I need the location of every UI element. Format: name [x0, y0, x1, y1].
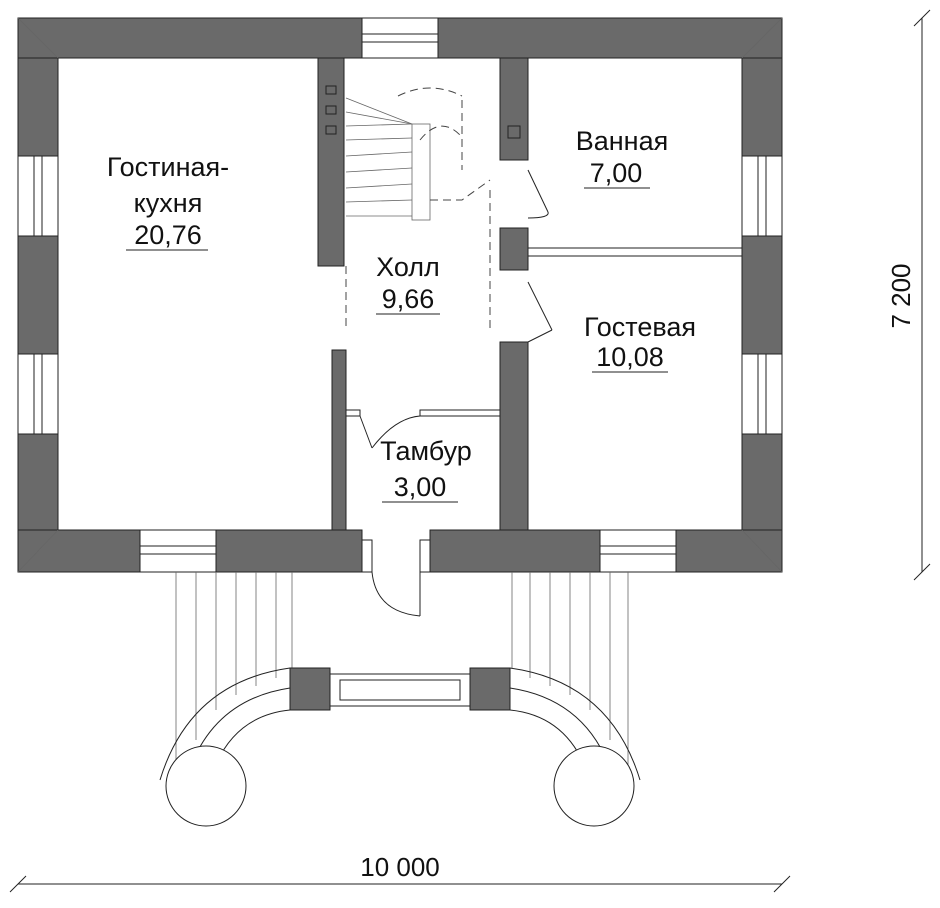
- doors: [359, 169, 553, 617]
- dimension-height: 7 200: [886, 9, 931, 581]
- room-label-vestibule: Тамбур 3,00: [380, 436, 472, 503]
- hall-area: 9,66: [382, 284, 435, 314]
- living-kitchen-name-line1: Гостиная-: [107, 152, 229, 182]
- door-vestibule: [359, 415, 421, 449]
- room-label-guest: Гостевая 10,08: [584, 312, 696, 373]
- living-kitchen-area: 20,76: [134, 220, 202, 250]
- window-right-1: [741, 155, 783, 237]
- guest-area: 10,08: [596, 342, 664, 372]
- room-label-hall: Холл 9,66: [376, 252, 440, 315]
- guest-name: Гостевая: [584, 312, 696, 342]
- vestibule-area: 3,00: [394, 472, 447, 502]
- window-right-2: [741, 353, 783, 435]
- door-guest: [527, 281, 553, 343]
- room-label-bathroom: Ванная 7,00: [576, 126, 668, 189]
- height-dimension-text: 7 200: [886, 263, 916, 328]
- vestibule-name: Тамбур: [380, 436, 472, 466]
- hall-name: Холл: [376, 252, 440, 282]
- window-bottom-right: [599, 529, 677, 573]
- window-top: [361, 17, 439, 59]
- bathroom-name: Ванная: [576, 126, 668, 156]
- dimension-width: 10 000: [9, 852, 791, 893]
- porch: [159, 572, 641, 827]
- vent-ducts: [325, 85, 521, 139]
- door-bathroom: [527, 169, 549, 219]
- staircase: [345, 87, 491, 330]
- width-dimension-text: 10 000: [360, 852, 440, 882]
- interior-walls: [317, 57, 743, 531]
- window-left-2: [17, 353, 59, 435]
- window-bottom-left: [139, 529, 217, 573]
- outer-walls: [17, 17, 783, 573]
- bathroom-area: 7,00: [590, 158, 643, 188]
- windows: [17, 17, 783, 573]
- door-entry: [361, 539, 431, 617]
- room-label-living-kitchen: Гостиная- кухня 20,76: [107, 152, 229, 251]
- window-left-1: [17, 155, 59, 237]
- living-kitchen-name-line2: кухня: [134, 188, 203, 218]
